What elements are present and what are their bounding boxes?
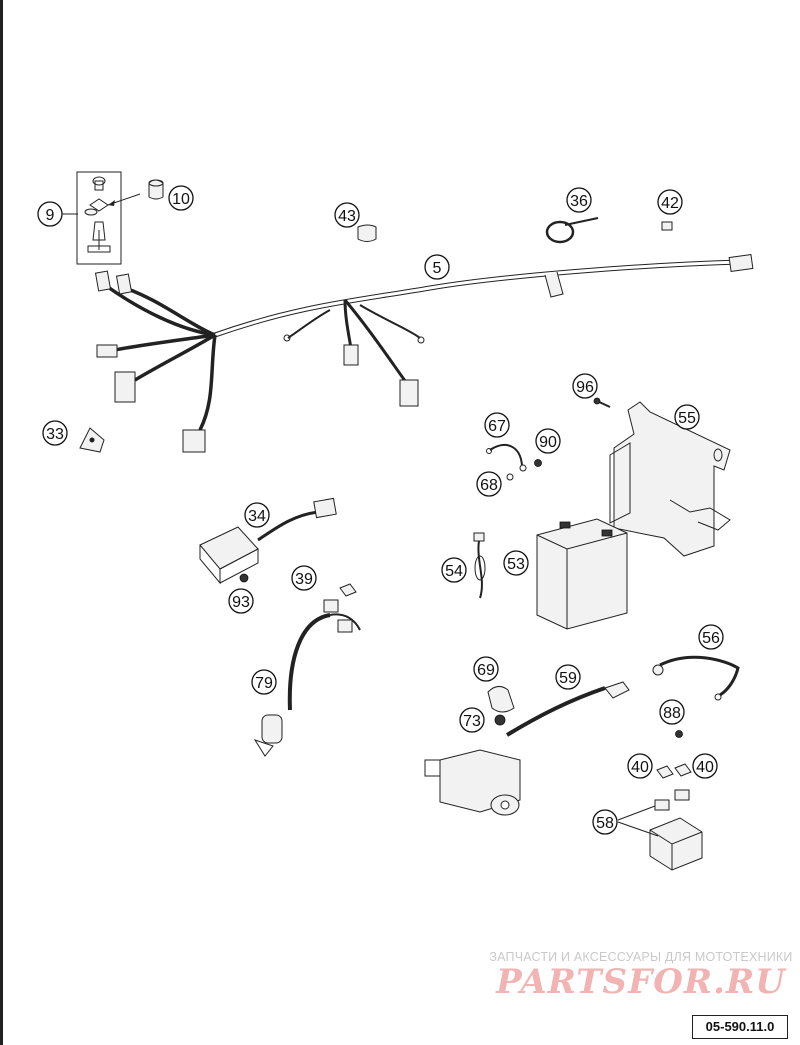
callout-34: 34 (244, 502, 270, 528)
callout-67: 67 (484, 412, 510, 438)
svg-text:5: 5 (433, 260, 442, 277)
part-67-ground-cable (486, 444, 527, 472)
part-68-washer (506, 473, 514, 481)
part-55-battery-holder (609, 401, 731, 557)
svg-text:73: 73 (463, 713, 481, 730)
svg-text:90: 90 (539, 434, 557, 451)
callout-40a: 40 (627, 753, 653, 779)
part-73-nut (494, 714, 506, 726)
svg-text:93: 93 (232, 594, 250, 611)
svg-text:54: 54 (445, 563, 463, 580)
part-79-ignition-coil (253, 599, 361, 757)
callout-53: 53 (503, 550, 529, 576)
part-58-starter-relay (617, 789, 703, 871)
svg-text:88: 88 (663, 705, 681, 722)
part-43-clip (357, 224, 377, 242)
svg-text:10: 10 (172, 191, 190, 208)
callout-42: 42 (657, 189, 683, 215)
callout-9: 9 (37, 201, 78, 227)
svg-text:68: 68 (480, 477, 498, 494)
callout-59: 59 (555, 664, 581, 690)
svg-text:59: 59 (559, 670, 577, 687)
part-90-screw (534, 459, 542, 467)
svg-text:69: 69 (477, 662, 495, 679)
starter-motor (424, 749, 521, 816)
svg-text:9: 9 (46, 207, 55, 224)
callout-90: 90 (535, 428, 561, 454)
watermark-brand: PARTSFOR.RU (496, 962, 786, 1002)
callout-54: 54 (441, 557, 467, 583)
watermark-subtitle: ЗАПЧАСТИ И АКСЕССУАРЫ ДЛЯ МОТОТЕХНИКИ (489, 950, 793, 964)
callout-40b: 40 (692, 753, 718, 779)
part-53-battery (536, 518, 628, 630)
callout-10: 10 (168, 185, 194, 211)
svg-text:34: 34 (248, 508, 266, 525)
part-40b-cap (674, 763, 692, 777)
part-93-screw (239, 573, 249, 583)
callout-58: 58 (592, 809, 618, 835)
part-88-screw (675, 730, 683, 738)
part-59-starter-cable (505, 681, 630, 737)
svg-text:55: 55 (678, 410, 696, 427)
callout-96: 96 (572, 373, 598, 399)
svg-text:53: 53 (507, 556, 525, 573)
svg-text:79: 79 (255, 675, 273, 692)
part-54-fuse (473, 532, 486, 599)
part-9-10-inset (76, 171, 164, 265)
part-34-regulator (199, 497, 337, 585)
callout-73: 73 (459, 707, 485, 733)
svg-text:40: 40 (631, 759, 649, 776)
part-42-clamp (661, 221, 673, 231)
callout-56: 56 (698, 624, 724, 650)
svg-text:39: 39 (295, 571, 313, 588)
callout-43: 43 (334, 202, 360, 228)
callout-5: 5 (424, 254, 450, 280)
callout-68: 68 (476, 471, 502, 497)
part-56-cable (652, 655, 740, 701)
part-69-boot (487, 686, 515, 713)
wiring-harness (94, 253, 754, 453)
part-36-cable-tie (545, 217, 599, 244)
callout-93: 93 (228, 588, 254, 614)
part-39-cap (339, 583, 357, 597)
svg-text:56: 56 (702, 630, 720, 647)
svg-text:67: 67 (488, 418, 506, 435)
page-left-border (0, 0, 3, 1045)
svg-text:36: 36 (570, 193, 588, 210)
svg-text:42: 42 (661, 195, 679, 212)
svg-text:40: 40 (696, 759, 714, 776)
callout-36: 36 (566, 187, 592, 213)
svg-text:96: 96 (576, 379, 594, 396)
svg-text:43: 43 (338, 208, 356, 225)
callout-79: 79 (251, 669, 277, 695)
callout-39: 39 (291, 565, 317, 591)
callout-55: 55 (674, 404, 700, 430)
svg-text:58: 58 (596, 815, 614, 832)
callout-69: 69 (473, 656, 499, 682)
callout-33: 33 (42, 420, 68, 446)
part-40a-cap (656, 765, 674, 779)
svg-text:33: 33 (46, 426, 64, 443)
drawing-code: 05-590.11.0 (692, 1015, 788, 1039)
part-96-bolt (593, 397, 611, 408)
callout-88: 88 (659, 699, 685, 725)
